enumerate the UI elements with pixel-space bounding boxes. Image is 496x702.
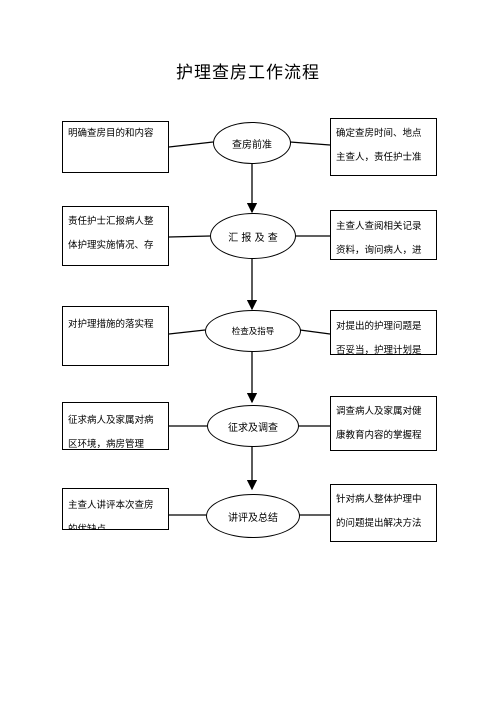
- right-box-4: 调查病人及家属对健 康教育内容的掌握程: [330, 396, 437, 451]
- left-box-5: 主查人讲评本次查房 的优缺点: [62, 488, 169, 530]
- step-oval-5: 讲评及总结: [206, 494, 300, 538]
- connector-left-3: [168, 329, 206, 335]
- left-box-2: 责任护士汇报病人整 体护理实施情况、存: [62, 206, 169, 266]
- step-oval-2: 汇 报 及 查: [210, 213, 296, 259]
- connector-left-2: [168, 235, 211, 238]
- right-box-5: 针对病人整体护理中 的问题提出解决方法: [330, 484, 437, 542]
- connector-right-1: [289, 141, 331, 146]
- step-oval-1: 查房前准: [213, 122, 291, 164]
- left-box-4: 征求病人及家属对病 区环境，病房管理: [62, 402, 169, 450]
- right-box-2: 主查人查阅相关记录 资料，询问病人，进: [330, 210, 437, 260]
- connector-right-3: [299, 329, 331, 335]
- connector-left-1: [168, 141, 214, 148]
- page-title: 护理查房工作流程: [176, 63, 320, 83]
- right-box-1: 确定查房时间、地点 主查人，责任护士准: [330, 118, 437, 176]
- step-oval-3: 检查及指导: [205, 310, 301, 352]
- left-box-1: 明确查房目的和内容: [62, 121, 169, 173]
- left-box-3: 对护理措施的落实程: [62, 306, 169, 366]
- step-oval-4: 征求及调查: [207, 405, 299, 447]
- right-box-3: 对提出的护理问题是 否妥当，护理计划是: [330, 310, 437, 355]
